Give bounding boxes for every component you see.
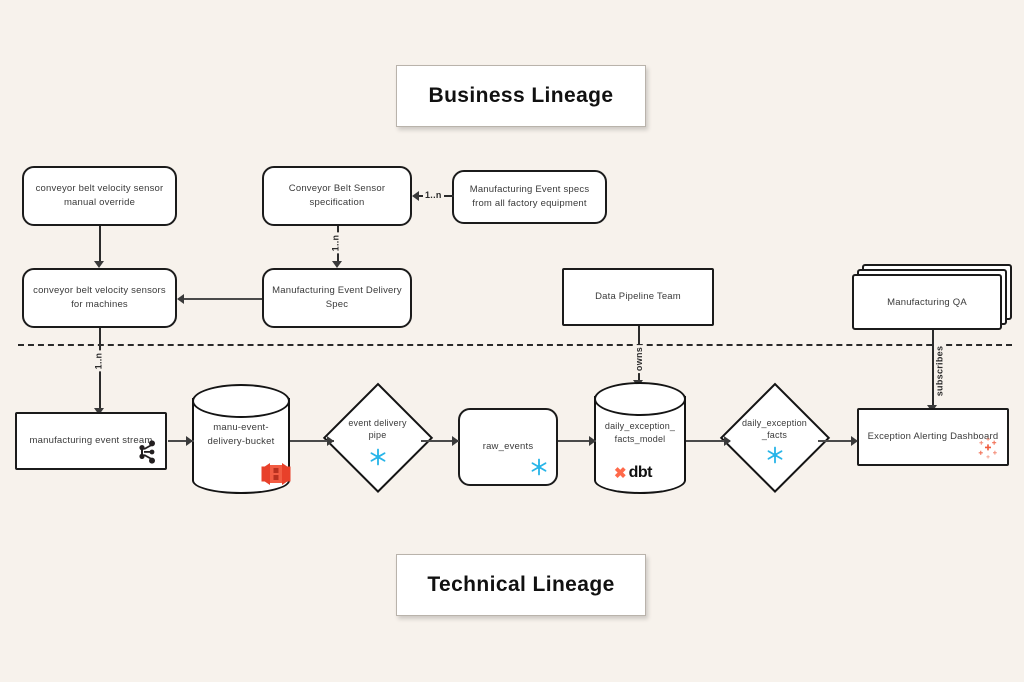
- edge-raw-events-to-facts-model-arrow: [589, 436, 596, 446]
- node-manufacturing-event-delivery-spec[interactable]: Manufacturing Event Delivery Spec: [262, 268, 412, 328]
- node-event-delivery-pipe[interactable]: event delivery pipe: [322, 382, 433, 493]
- edge-specs-to-beltspec-arrow: [412, 191, 419, 201]
- node-manufacturing-qa[interactable]: Manufacturing QA: [852, 264, 1012, 330]
- bucket-cylinder-top: [192, 384, 290, 418]
- edge-sensors-to-stream-arrow: [94, 408, 104, 415]
- technical-lineage-title: Technical Lineage: [396, 554, 646, 616]
- edge-bucket-to-pipe-arrow: [327, 436, 334, 446]
- edge-label-spec-to-delivery-spec: 1..n: [330, 232, 341, 254]
- edge-stream-to-bucket: [168, 440, 194, 442]
- node-conveyor-belt-sensor-spec-label: Conveyor Belt Sensor specification: [288, 183, 386, 208]
- snowflake-logo: [722, 445, 827, 469]
- node-conveyor-manual-override-label: conveyor belt velocity sensor manual ove…: [35, 183, 164, 208]
- edge-beltspec-to-deliveryspec-arrow: [332, 261, 342, 268]
- edge-label-team-owns: owns: [634, 344, 645, 374]
- node-manufacturing-event-delivery-spec-label: Manufacturing Event Delivery Spec: [272, 285, 402, 310]
- edge-raw-events-to-facts-model: [558, 440, 596, 442]
- node-conveyor-manual-override[interactable]: conveyor belt velocity sensor manual ove…: [22, 166, 177, 226]
- dbt-wordmark: dbt: [628, 464, 653, 481]
- node-data-pipeline-team-label: Data Pipeline Team: [595, 291, 681, 303]
- lineage-divider: [18, 344, 1012, 346]
- edge-label-qa-subscribes: subscribes: [934, 343, 945, 399]
- node-manufacturing-event-stream-label: manufacturing event stream: [29, 435, 153, 447]
- edge-pipe-to-raw-events-arrow: [452, 436, 459, 446]
- node-raw-events-label: raw_events: [482, 441, 534, 453]
- dbt-logo: ✖ dbt: [614, 464, 652, 482]
- node-manufacturing-event-specs-label: Manufacturing Event specs from all facto…: [469, 184, 590, 209]
- node-daily-exception-facts-model[interactable]: daily_exception_ facts_model ✖ dbt: [594, 382, 686, 494]
- edge-pipe-to-raw-events: [421, 440, 459, 442]
- edge-deliveryspec-to-sensors: [182, 298, 262, 300]
- manufacturing-qa-sheet-front: Manufacturing QA: [852, 274, 1002, 330]
- node-event-delivery-pipe-label: event delivery pipe: [348, 417, 407, 441]
- snowflake-logo: [529, 457, 549, 480]
- node-raw-events[interactable]: raw_events: [458, 408, 558, 486]
- node-manu-event-delivery-bucket-label: manu-event- delivery-bucket: [207, 422, 275, 448]
- edge-override-to-sensors-arrow: [94, 261, 104, 268]
- edge-bucket-to-pipe: [290, 440, 334, 442]
- edge-label-sensors-to-stream: 1..n: [93, 350, 104, 372]
- edge-facts-model-to-facts: [686, 440, 730, 442]
- node-exception-alerting-dashboard[interactable]: Exception Alerting Dashboard: [857, 408, 1009, 466]
- technical-lineage-title-text: Technical Lineage: [427, 573, 615, 596]
- node-conveyor-sensors-for-machines[interactable]: conveyor belt velocity sensors for machi…: [22, 268, 177, 328]
- kafka-logo: [137, 440, 159, 464]
- node-manufacturing-event-stream[interactable]: manufacturing event stream: [15, 412, 167, 470]
- edge-deliveryspec-to-sensors-arrow: [177, 294, 184, 304]
- edge-facts-to-dashboard-arrow: [851, 436, 858, 446]
- node-daily-exception-facts-label: daily_exception _facts: [741, 417, 808, 441]
- facts-model-cylinder-top: [594, 382, 686, 416]
- aws-s3-logo: [256, 454, 296, 494]
- node-conveyor-belt-sensor-spec[interactable]: Conveyor Belt Sensor specification: [262, 166, 412, 226]
- edge-override-to-sensors: [99, 226, 102, 262]
- sigma-logo: [975, 435, 1001, 461]
- node-daily-exception-facts[interactable]: daily_exception _facts: [719, 382, 830, 493]
- edge-facts-to-dashboard: [818, 440, 856, 442]
- node-manu-event-delivery-bucket[interactable]: manu-event- delivery-bucket: [192, 384, 291, 494]
- node-manufacturing-qa-label: Manufacturing QA: [887, 296, 967, 308]
- node-manufacturing-event-specs[interactable]: Manufacturing Event specs from all facto…: [452, 170, 607, 224]
- dbt-mark-icon: ✖: [614, 465, 627, 482]
- snowflake-logo: [325, 447, 430, 471]
- node-conveyor-sensors-for-machines-label: conveyor belt velocity sensors for machi…: [33, 285, 166, 310]
- edge-facts-model-to-facts-arrow: [724, 436, 731, 446]
- node-data-pipeline-team[interactable]: Data Pipeline Team: [562, 268, 714, 326]
- edge-stream-to-bucket-arrow: [186, 436, 193, 446]
- edge-qa-subscribes: [932, 330, 935, 408]
- node-exception-alerting-dashboard-label: Exception Alerting Dashboard: [867, 431, 999, 443]
- node-daily-exception-facts-model-label: daily_exception_ facts_model: [604, 421, 676, 445]
- business-lineage-title-text: Business Lineage: [428, 84, 614, 107]
- edge-label-spec-to-event-specs: 1..n: [423, 190, 444, 200]
- business-lineage-title: Business Lineage: [396, 65, 646, 127]
